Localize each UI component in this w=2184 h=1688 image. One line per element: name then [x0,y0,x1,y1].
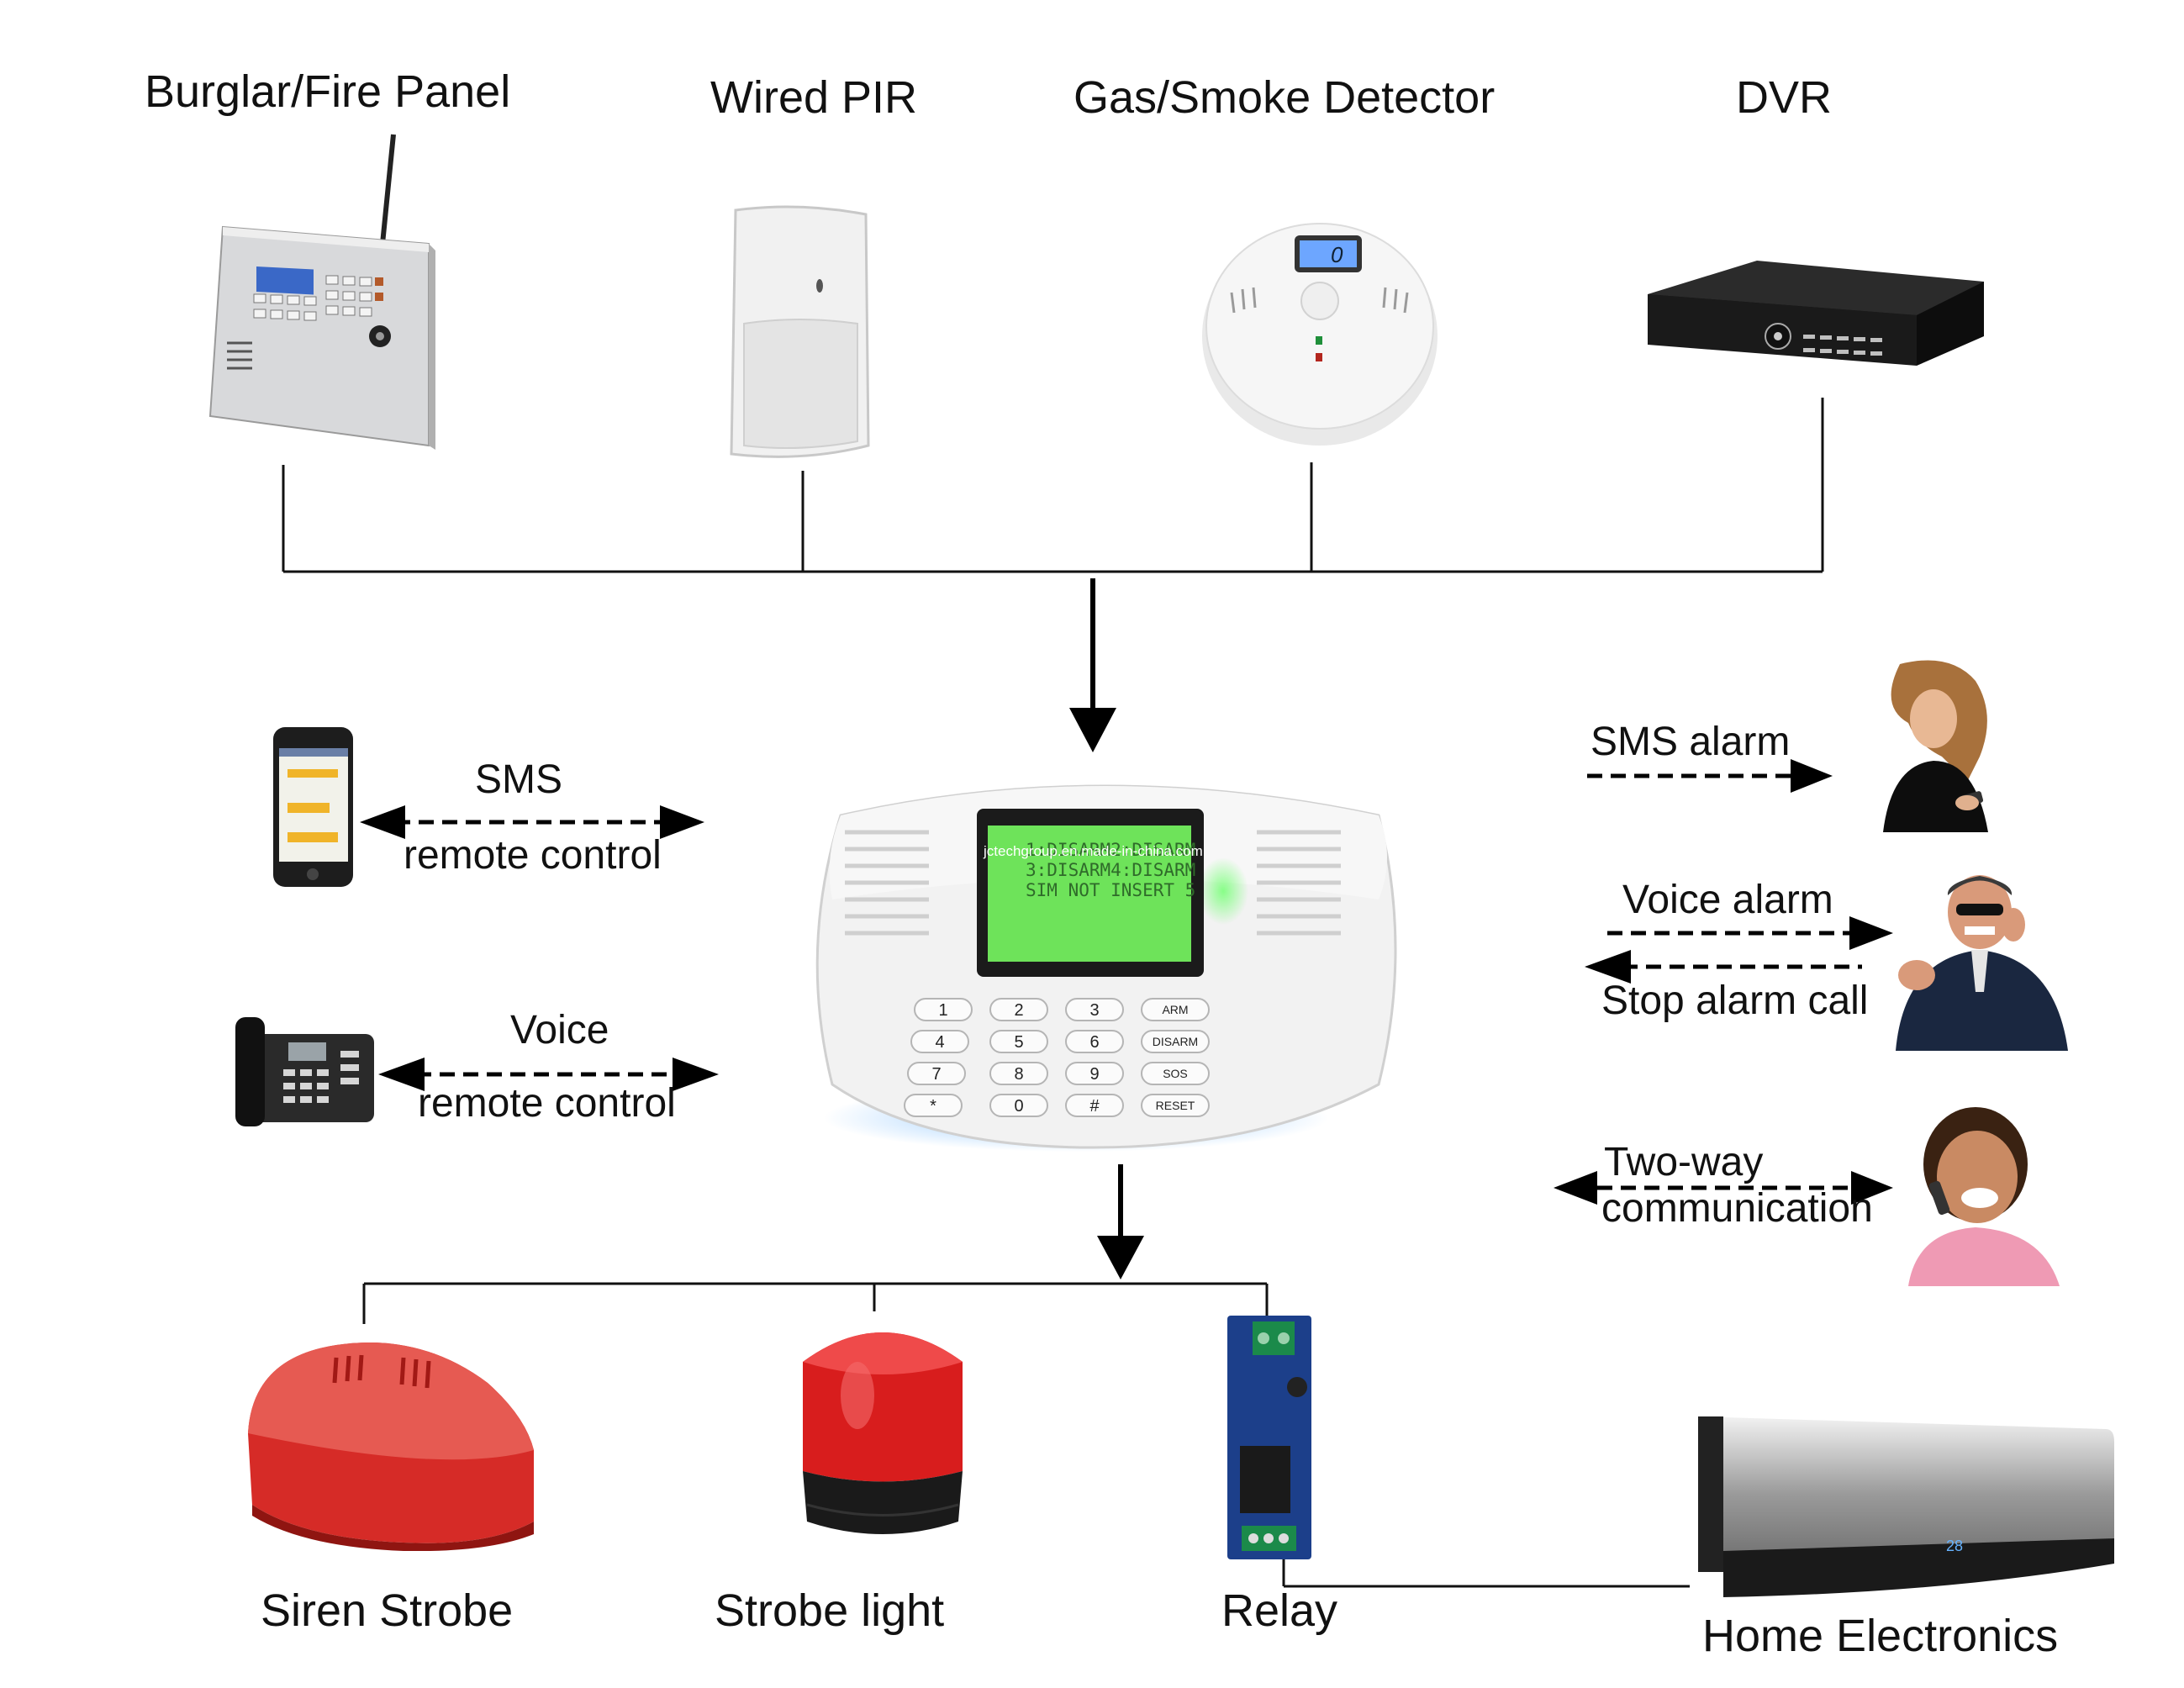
key-label: 4 [935,1033,944,1052]
key-8[interactable]: 8 [989,1062,1048,1085]
lcd-line-2: 3:DISARM4:DISARM [1026,860,1195,880]
keypad[interactable]: 1 2 3 ARM 4 5 6 DISARM 7 8 9 SOS * 0 # RESET [904,998,1210,1117]
woman-with-phone-icon [1883,660,1988,832]
key-label: ARM [1162,1003,1188,1016]
gas-detector-icon: 0 [1202,223,1438,446]
key-star[interactable]: * [904,1094,963,1117]
smartphone-icon [273,727,353,887]
voice-remote-label: remote control [418,1081,676,1126]
desk-phone-icon [235,1017,374,1126]
key-label: * [930,1097,936,1116]
lcd-line-3: SIM NOT INSERT 5 [1026,880,1195,900]
relay-module-icon [1227,1316,1311,1559]
relay-label: Relay [1221,1585,1338,1636]
key-label: SOS [1163,1067,1188,1080]
stop-alarm-label: Stop alarm call [1601,979,1869,1023]
gas-smoke-label: Gas/Smoke Detector [1074,72,1496,123]
key-label: # [1089,1097,1100,1116]
strobe-light-label: Strobe light [715,1585,945,1636]
key-label: 6 [1089,1033,1099,1052]
dvr-icon [1648,261,1984,366]
pir-sensor-icon [730,205,870,458]
key-label: 9 [1089,1065,1099,1084]
alarm-control-panel: 1:DISARM2:DISARM 3:DISARM4:DISARM SIM NO… [815,784,1397,1152]
child-with-phone-icon [1908,1107,2060,1286]
key-1[interactable]: 1 [914,998,973,1021]
burglar-panel-icon [208,134,435,450]
key-0[interactable]: 0 [989,1094,1048,1117]
key-sos[interactable]: SOS [1141,1062,1210,1085]
key-label: 8 [1014,1065,1023,1084]
strobe-light-icon [803,1332,963,1534]
home-electronics-label: Home Electronics [1702,1611,2059,1661]
voice-alarm-label: Voice alarm [1622,878,1833,922]
key-4[interactable]: 4 [910,1030,969,1053]
key-label: 1 [938,1001,947,1020]
key-disarm[interactable]: DISARM [1141,1030,1210,1053]
key-arm[interactable]: ARM [1141,998,1210,1021]
air-conditioner-icon: 28 [1698,1416,2114,1597]
key-label: 2 [1014,1001,1023,1020]
key-label: 0 [1014,1097,1023,1116]
key-label: 7 [931,1065,941,1084]
key-6[interactable]: 6 [1065,1030,1124,1053]
siren-strobe-label: Siren Strobe [261,1585,514,1636]
key-label: RESET [1156,1099,1195,1112]
man-with-phone-icon [1896,875,2068,1051]
sms-remote-label: remote control [404,833,662,878]
sms-alarm-label: SMS alarm [1591,720,1791,764]
detector-readout: 0 [1331,242,1343,267]
burglar-panel-label: Burglar/Fire Panel [145,66,511,117]
key-3[interactable]: 3 [1065,998,1124,1021]
voice-label: Voice [510,1008,609,1052]
lcd-line-1: 1:DISARM2:DISARM [1026,840,1195,860]
key-5[interactable]: 5 [989,1030,1048,1053]
watermark-text: jctechgroup.en.made-in-china.com [983,843,1203,859]
key-reset[interactable]: RESET [1141,1094,1210,1117]
key-2[interactable]: 2 [989,998,1048,1021]
ac-display: 28 [1946,1538,1963,1554]
key-label: DISARM [1153,1035,1198,1048]
wired-pir-label: Wired PIR [710,72,918,123]
key-label: 5 [1014,1033,1023,1052]
key-7[interactable]: 7 [907,1062,966,1085]
key-9[interactable]: 9 [1065,1062,1124,1085]
dvr-label: DVR [1736,72,1833,123]
siren-strobe-icon [248,1342,534,1551]
sms-label: SMS [475,757,563,802]
key-hash[interactable]: # [1065,1094,1124,1117]
two-way-label: Two-way [1604,1140,1764,1184]
key-label: 3 [1089,1001,1099,1020]
communication-label: communication [1601,1186,1873,1231]
